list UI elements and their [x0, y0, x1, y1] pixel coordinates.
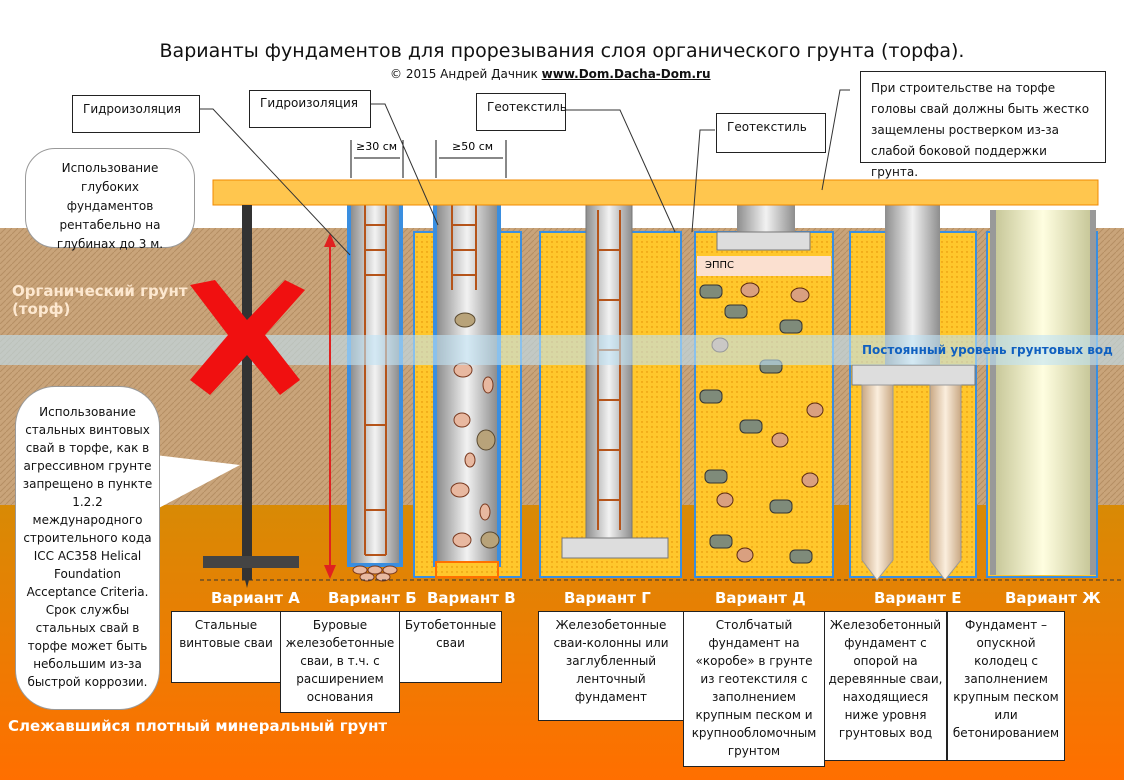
variant-zh-title: Вариант Ж: [1005, 589, 1101, 607]
bubble-steel-piles-warning: Использование стальных винтовых свай в т…: [15, 386, 160, 710]
variant-b-desc: Буровые железобетонные сваи, в т.ч. с ра…: [280, 611, 400, 713]
variant-g-title: Вариант Г: [564, 589, 651, 607]
label-waterproofing-1: Гидроизоляция: [72, 95, 200, 133]
label-geotextile-1: Геотекстиль: [476, 93, 567, 131]
dimension-30cm: ≥30 см: [356, 140, 398, 153]
variant-e-title: Вариант Е: [874, 589, 962, 607]
copyright: © 2015 Андрей Дачник www.Dom.Dacha-Dom.r…: [390, 67, 711, 81]
variant-d-desc: Столбчатый фундамент на «коробе» в грунт…: [683, 611, 825, 767]
note-pile-heads: При строительстве на торфе головы свай д…: [860, 71, 1106, 179]
label-eps: ЭППС: [705, 260, 735, 271]
page-title: Варианты фундаментов для прорезывания сл…: [159, 40, 965, 62]
dimension-50cm: ≥50 см: [452, 140, 494, 153]
label-mineral-soil: Слежавшийся плотный минеральный грунт: [8, 717, 388, 735]
variant-d-title: Вариант Д: [715, 589, 806, 607]
variant-a-title: Вариант А: [211, 589, 300, 607]
groundwater-band: [0, 335, 1124, 365]
variant-v-desc: Бутобетонные сваи: [399, 611, 502, 683]
copyright-text: © 2015 Андрей Дачник: [390, 67, 538, 81]
variant-v-title: Вариант В: [427, 589, 516, 607]
bubble-deep-foundations: Использование глубоких фундаментов рента…: [25, 148, 195, 251]
label-groundwater: Постоянный уровень грунтовых вод: [862, 343, 1113, 357]
variant-a-desc: Стальные винтовые сваи: [171, 611, 281, 683]
variant-b-title: Вариант Б: [328, 589, 417, 607]
variant-e-desc: Железобетонный фундамент с опорой на дер…: [824, 611, 947, 761]
pile-cap-beam: [212, 179, 1099, 206]
variant-g-desc: Железобетонные сваи-колонны или заглубле…: [538, 611, 684, 721]
label-geotextile-2: Геотекстиль: [716, 113, 826, 153]
site-link[interactable]: www.Dom.Dacha-Dom.ru: [541, 67, 711, 81]
label-waterproofing-2: Гидроизоляция: [249, 90, 371, 128]
label-organic-soil: Органический грунт (торф): [12, 282, 188, 318]
variant-zh-desc: Фундамент – опускной колодец с заполнени…: [947, 611, 1065, 761]
prohibited-cross-icon: [190, 280, 305, 395]
